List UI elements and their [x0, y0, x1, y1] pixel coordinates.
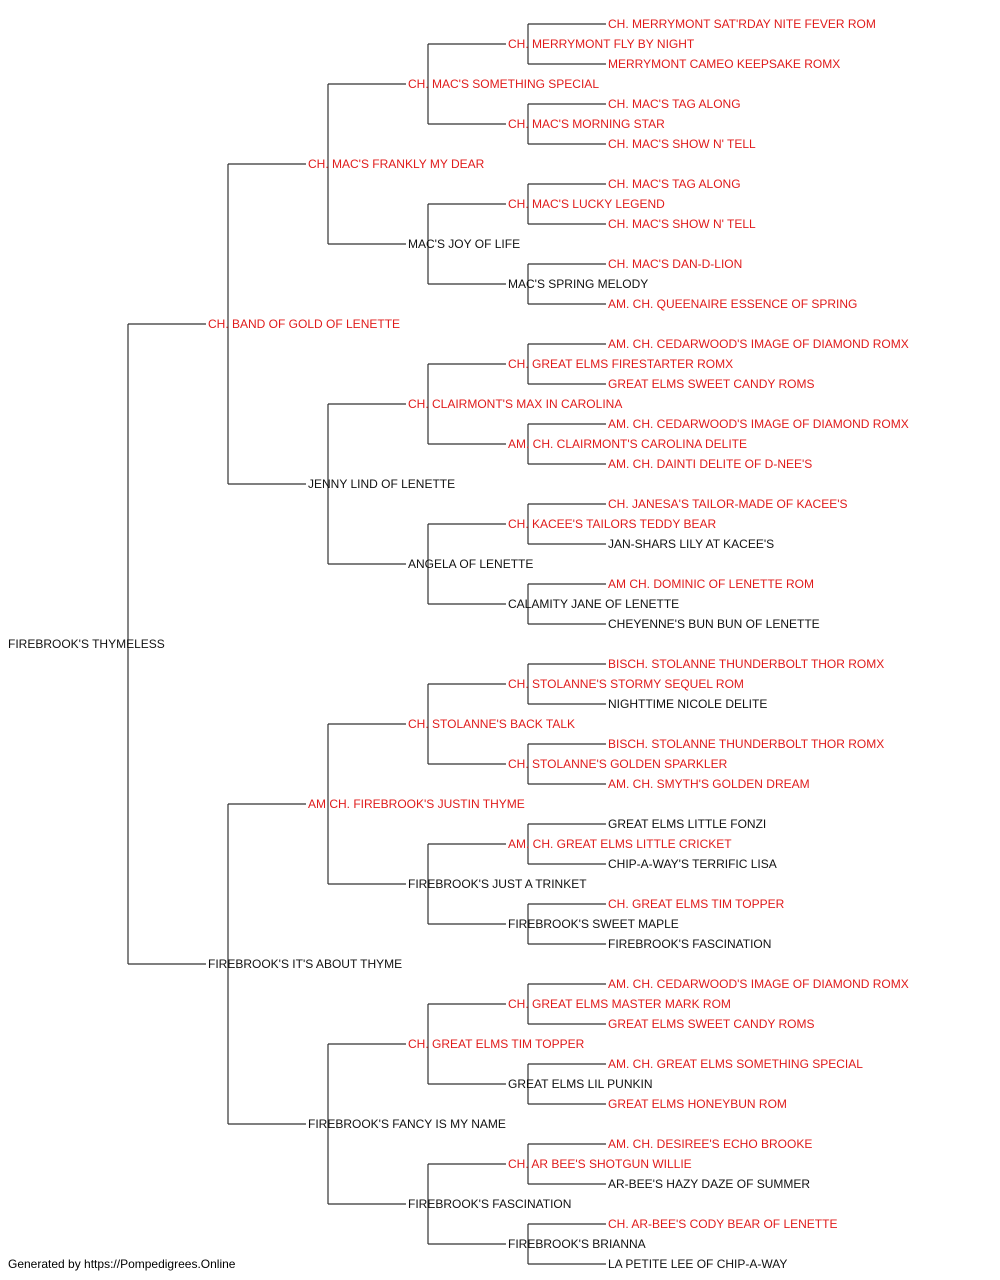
pedigree-entry-gen5-champion: MERRYMONT CAMEO KEEPSAKE ROMX	[608, 57, 840, 71]
pedigree-entry-gen5: LA PETITE LEE OF CHIP-A-WAY	[608, 1257, 787, 1271]
pedigree-entry-gen4-champion: CH. AR BEE'S SHOTGUN WILLIE	[508, 1157, 692, 1171]
pedigree-entry-gen5-champion: AM CH. DOMINIC OF LENETTE ROM	[608, 577, 814, 591]
pedigree-entry-gen5-champion: CH. MAC'S DAN-D-LION	[608, 257, 742, 271]
pedigree-entry-gen5-champion: AM. CH. CEDARWOOD'S IMAGE OF DIAMOND ROM…	[608, 977, 909, 991]
pedigree-entry-gen4-champion: CH. STOLANNE'S STORMY SEQUEL ROM	[508, 677, 744, 691]
pedigree-entry-gen5-champion: CH. AR-BEE'S CODY BEAR OF LENETTE	[608, 1217, 837, 1231]
pedigree-entry-gen5-champion: CH. MAC'S TAG ALONG	[608, 97, 741, 111]
pedigree-entry-gen5-champion: AM. CH. SMYTH'S GOLDEN DREAM	[608, 777, 810, 791]
pedigree-entry-gen5-champion: CH. MAC'S SHOW N' TELL	[608, 137, 756, 151]
pedigree-entry-gen1-champion: CH. BAND OF GOLD OF LENETTE	[208, 317, 400, 331]
pedigree-entry-gen4-champion: CH. MAC'S MORNING STAR	[508, 117, 665, 131]
pedigree-entry-gen2-champion: CH. MAC'S FRANKLY MY DEAR	[308, 157, 485, 171]
pedigree-entry-gen5-champion: BISCH. STOLANNE THUNDERBOLT THOR ROMX	[608, 737, 884, 751]
pedigree-entry-gen5-champion: AM. CH. QUEENAIRE ESSENCE OF SPRING	[608, 297, 857, 311]
pedigree-labels: FIREBROOK'S THYMELESS CH. BAND OF GOLD OF…	[8, 17, 909, 1271]
pedigree-entry-gen2-champion: AM CH. FIREBROOK'S JUSTIN THYME	[308, 797, 525, 811]
pedigree-entry-gen3: ANGELA OF LENETTE	[408, 557, 533, 571]
pedigree-entry-gen5-champion: GREAT ELMS HONEYBUN ROM	[608, 1097, 787, 1111]
pedigree-entry-gen5: JAN-SHARS LILY AT KACEE'S	[608, 537, 774, 551]
pedigree-entry-gen5-champion: CH. GREAT ELMS TIM TOPPER	[608, 897, 785, 911]
pedigree-entry-gen5-champion: BISCH. STOLANNE THUNDERBOLT THOR ROMX	[608, 657, 884, 671]
pedigree-entry-gen5: GREAT ELMS LITTLE FONZI	[608, 817, 766, 831]
pedigree-entry-gen5-champion: CH. MAC'S SHOW N' TELL	[608, 217, 756, 231]
pedigree-entry-gen5: AR-BEE'S HAZY DAZE OF SUMMER	[608, 1177, 810, 1191]
pedigree-entry-gen4: MAC'S SPRING MELODY	[508, 277, 648, 291]
pedigree-connector-lines	[127, 23, 606, 1265]
pedigree-entry-gen5: CHEYENNE'S BUN BUN OF LENETTE	[608, 617, 820, 631]
pedigree-entry-gen4-champion: CH. MERRYMONT FLY BY NIGHT	[508, 37, 695, 51]
pedigree-entry-gen3: FIREBROOK'S FASCINATION	[408, 1197, 571, 1211]
pedigree-entry-gen4-champion: AM. CH. CLAIRMONT'S CAROLINA DELITE	[508, 437, 747, 451]
pedigree-entry-gen2: JENNY LIND OF LENETTE	[308, 477, 455, 491]
pedigree-entry-gen2: FIREBROOK'S FANCY IS MY NAME	[308, 1117, 506, 1131]
pedigree-entry-gen3-champion: CH. STOLANNE'S BACK TALK	[408, 717, 575, 731]
pedigree-entry-gen5-champion: AM. CH. DESIREE'S ECHO BROOKE	[608, 1137, 812, 1151]
pedigree-entry-gen3: FIREBROOK'S JUST A TRINKET	[408, 877, 587, 891]
pedigree-entry-gen5-champion: GREAT ELMS SWEET CANDY ROMS	[608, 377, 814, 391]
pedigree-entry-gen5-champion: AM. CH. CEDARWOOD'S IMAGE OF DIAMOND ROM…	[608, 417, 909, 431]
pedigree-entry-gen5-champion: AM. CH. GREAT ELMS SOMETHING SPECIAL	[608, 1057, 863, 1071]
generated-by-footer: Generated by https://Pompedigrees.Online	[8, 1257, 236, 1271]
pedigree-entry-gen5: FIREBROOK'S FASCINATION	[608, 937, 771, 951]
pedigree-entry-gen3-champion: CH. MAC'S SOMETHING SPECIAL	[408, 77, 599, 91]
pedigree-entry-gen4: GREAT ELMS LIL PUNKIN	[508, 1077, 653, 1091]
pedigree-entry-gen3-champion: CH. GREAT ELMS TIM TOPPER	[408, 1037, 585, 1051]
pedigree-entry-gen3-champion: CH. CLAIRMONT'S MAX IN CAROLINA	[408, 397, 622, 411]
pedigree-entry-gen5: CHIP-A-WAY'S TERRIFIC LISA	[608, 857, 777, 871]
pedigree-entry-gen5-champion: GREAT ELMS SWEET CANDY ROMS	[608, 1017, 814, 1031]
pedigree-entry-gen4-champion: CH. KACEE'S TAILORS TEDDY BEAR	[508, 517, 716, 531]
pedigree-entry-gen5-champion: AM. CH. DAINTI DELITE OF D-NEE'S	[608, 457, 812, 471]
pedigree-entry-gen4-champion: CH. GREAT ELMS FIRESTARTER ROMX	[508, 357, 733, 371]
pedigree-entry-gen4-champion: CH. MAC'S LUCKY LEGEND	[508, 197, 665, 211]
pedigree-entry-gen4-champion: CH. GREAT ELMS MASTER MARK ROM	[508, 997, 731, 1011]
pedigree-entry-gen5-champion: AM. CH. CEDARWOOD'S IMAGE OF DIAMOND ROM…	[608, 337, 909, 351]
pedigree-entry-gen5: NIGHTTIME NICOLE DELITE	[608, 697, 767, 711]
pedigree-entry-gen5-champion: CH. JANESA'S TAILOR-MADE OF KACEE'S	[608, 497, 848, 511]
pedigree-entry-gen4-champion: AM. CH. GREAT ELMS LITTLE CRICKET	[508, 837, 732, 851]
pedigree-entry-gen4-champion: CH. STOLANNE'S GOLDEN SPARKLER	[508, 757, 728, 771]
pedigree-entry-gen5-champion: CH. MERRYMONT SAT'RDAY NITE FEVER ROM	[608, 17, 876, 31]
pedigree-entry-gen1: FIREBROOK'S IT'S ABOUT THYME	[208, 957, 402, 971]
pedigree-entry-gen4: FIREBROOK'S SWEET MAPLE	[508, 917, 679, 931]
pedigree-entry-gen0: FIREBROOK'S THYMELESS	[8, 637, 165, 651]
pedigree-entry-gen4: CALAMITY JANE OF LENETTE	[508, 597, 679, 611]
pedigree-entry-gen5-champion: CH. MAC'S TAG ALONG	[608, 177, 741, 191]
pedigree-entry-gen3: MAC'S JOY OF LIFE	[408, 237, 520, 251]
pedigree-entry-gen4: FIREBROOK'S BRIANNA	[508, 1237, 646, 1251]
